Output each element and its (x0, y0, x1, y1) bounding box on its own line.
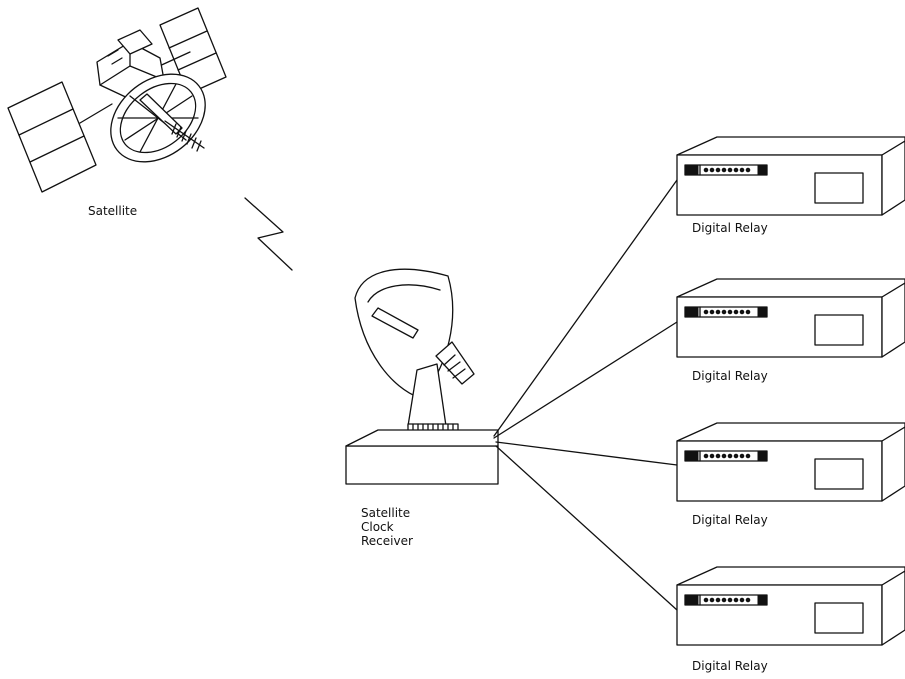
relay-1-display (814, 172, 864, 204)
relay-1-icon (676, 136, 905, 216)
relay-4-display (814, 602, 864, 634)
satellite-right-solar-panel (159, 7, 227, 95)
relay-2-front-panel (684, 306, 768, 318)
edge-satellite-to-receiver (244, 197, 293, 271)
relay-3-icon (676, 422, 905, 502)
satellite-left-solar-panel (7, 81, 97, 193)
edge-receiver-to-relay-1 (493, 179, 678, 437)
satellite-dish (110, 73, 206, 163)
relays (676, 136, 905, 646)
satellite-boom-left (79, 103, 113, 124)
receiver-label-line-2: Clock (361, 520, 394, 534)
relay-4-label: Digital Relay (692, 659, 768, 673)
relay-4-icon (676, 566, 905, 646)
relay-3-label: Digital Relay (692, 513, 768, 527)
edge-receiver-to-relay-3 (495, 441, 678, 466)
edge-receiver-to-relay-4 (495, 445, 678, 611)
receiver-label-line-1: Satellite (361, 506, 411, 520)
relay-1-front-panel (684, 164, 768, 176)
receiver-label-line-3: Receiver (361, 534, 413, 548)
relay-3-display (814, 458, 864, 490)
receiver-dish-antenna (354, 268, 475, 443)
satellite-label: Satellite (88, 204, 138, 218)
relay-2-display (814, 314, 864, 346)
relay-1-label: Digital Relay (692, 221, 768, 235)
relay-2-icon (676, 278, 905, 358)
receiver-box (345, 429, 499, 485)
relay-4-front-panel (684, 594, 768, 606)
relay-3-front-panel (684, 450, 768, 462)
edges-receiver-to-relays (493, 179, 678, 611)
receiver-icon (345, 268, 499, 485)
edge-receiver-to-relay-2 (493, 321, 678, 439)
satellite-icon (7, 7, 227, 193)
receiver-label: Satellite Clock Receiver (361, 506, 413, 548)
relay-2-label: Digital Relay (692, 369, 768, 383)
